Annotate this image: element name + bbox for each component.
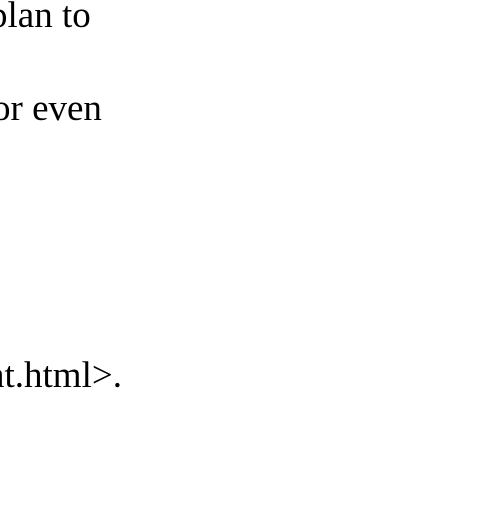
text-line: nt.html>. bbox=[0, 355, 122, 396]
text-line: plan to bbox=[0, 0, 91, 36]
text-line: or even bbox=[0, 88, 102, 129]
